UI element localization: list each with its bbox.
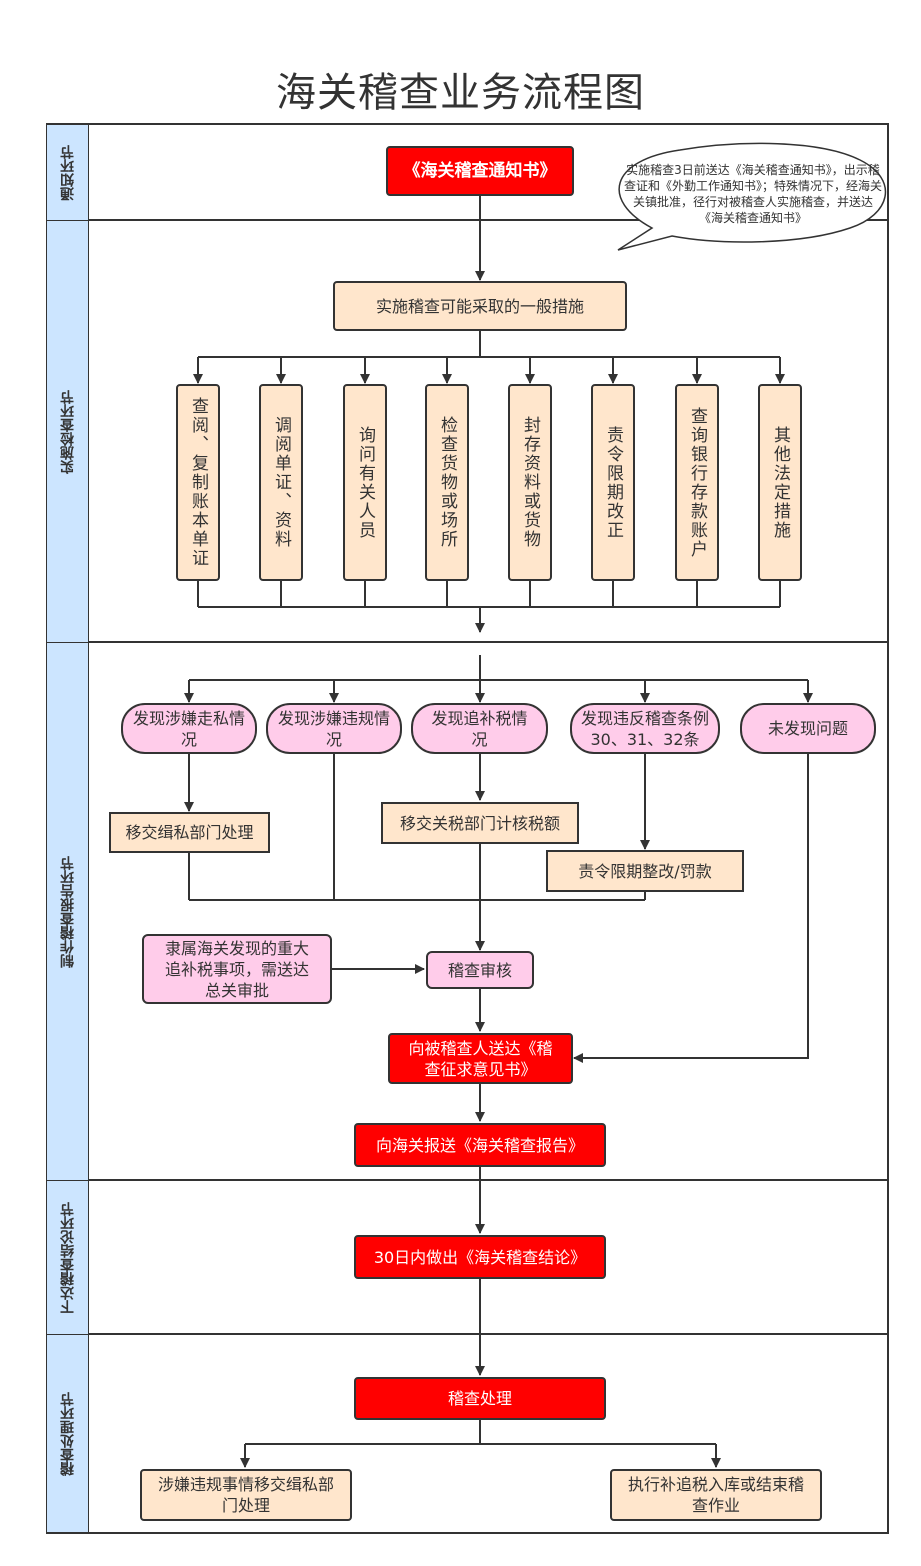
lane-report: 制作稽查报告环节: [47, 643, 88, 1180]
lane-inspection: 实施检查环节: [47, 221, 88, 642]
finding-tax[interactable]: 发现追补税情况: [411, 703, 548, 754]
notice-box[interactable]: 《海关稽查通知书》: [386, 146, 574, 196]
action-smuggling[interactable]: 移交缉私部门处理: [109, 812, 270, 853]
handling-box[interactable]: 稽查处理: [354, 1377, 606, 1420]
finding-none[interactable]: 未发现问题: [740, 703, 876, 754]
lane-handling: 稽查处理环节: [47, 1335, 88, 1532]
measure-box[interactable]: 查阅、复制账本单证: [176, 384, 220, 581]
lane-label: 实施检查环节: [59, 389, 76, 474]
measure-box[interactable]: 查询银行存款账户: [675, 384, 719, 581]
callout-text: 实施稽查3日前送达《海关稽查通知书》，出示稽查证和《外勤工作通知书》；特殊情况下…: [623, 163, 882, 225]
measure-box[interactable]: 责令限期改正: [591, 384, 635, 581]
measure-box[interactable]: 询问有关人员: [343, 384, 387, 581]
lane-label: 制作稽查报告环节: [59, 855, 76, 968]
connectors: [184, 196, 813, 1468]
outcome-tax[interactable]: 执行补追税入库或结束稽查作业: [610, 1469, 822, 1521]
lane-label: 通知环节: [59, 144, 76, 201]
submit-report-box[interactable]: 向海关报送《海关稽查报告》: [354, 1123, 606, 1167]
general-measures-box[interactable]: 实施稽查可能采取的一般措施: [333, 281, 627, 331]
page-title: 海关稽查业务流程图: [276, 70, 645, 116]
action-tax[interactable]: 移交关税部门计核税额: [381, 802, 579, 844]
connector: [573, 753, 809, 1063]
finding-smuggling[interactable]: 发现涉嫌走私情况: [121, 703, 257, 754]
conclusion-box[interactable]: 30日内做出《海关稽查结论》: [354, 1235, 606, 1279]
callout-bubble: [617, 142, 887, 251]
outcome-smuggling[interactable]: 涉嫌违规事情移交缉私部门处理: [140, 1469, 352, 1521]
action-violation[interactable]: 责令限期整改/罚款: [546, 850, 744, 892]
lane-label: 稽查处理环节: [59, 1391, 76, 1476]
major-item-box[interactable]: 隶属海关发现的重大追补税事项，需送达总关审批: [142, 934, 332, 1004]
measure-box[interactable]: 封存资料或货物: [508, 384, 552, 581]
lane-notice: 通知环节: [47, 125, 88, 220]
lane-conclusion: 下达稽查结论环节: [47, 1181, 88, 1334]
finding-violation[interactable]: 发现涉嫌违规情况: [266, 703, 402, 754]
measure-box[interactable]: 其他法定措施: [758, 384, 802, 581]
measure-box[interactable]: 检查货物或场所: [425, 384, 469, 581]
lane-label: 下达稽查结论环节: [59, 1201, 76, 1314]
review-box[interactable]: 稽查审核: [426, 951, 534, 989]
opinion-box[interactable]: 向被稽查人送达《稽查征求意见书》: [388, 1033, 573, 1084]
measure-box[interactable]: 调阅单证、资料: [259, 384, 303, 581]
finding-regulation[interactable]: 发现违反稽查条例30、31、32条: [570, 703, 720, 754]
